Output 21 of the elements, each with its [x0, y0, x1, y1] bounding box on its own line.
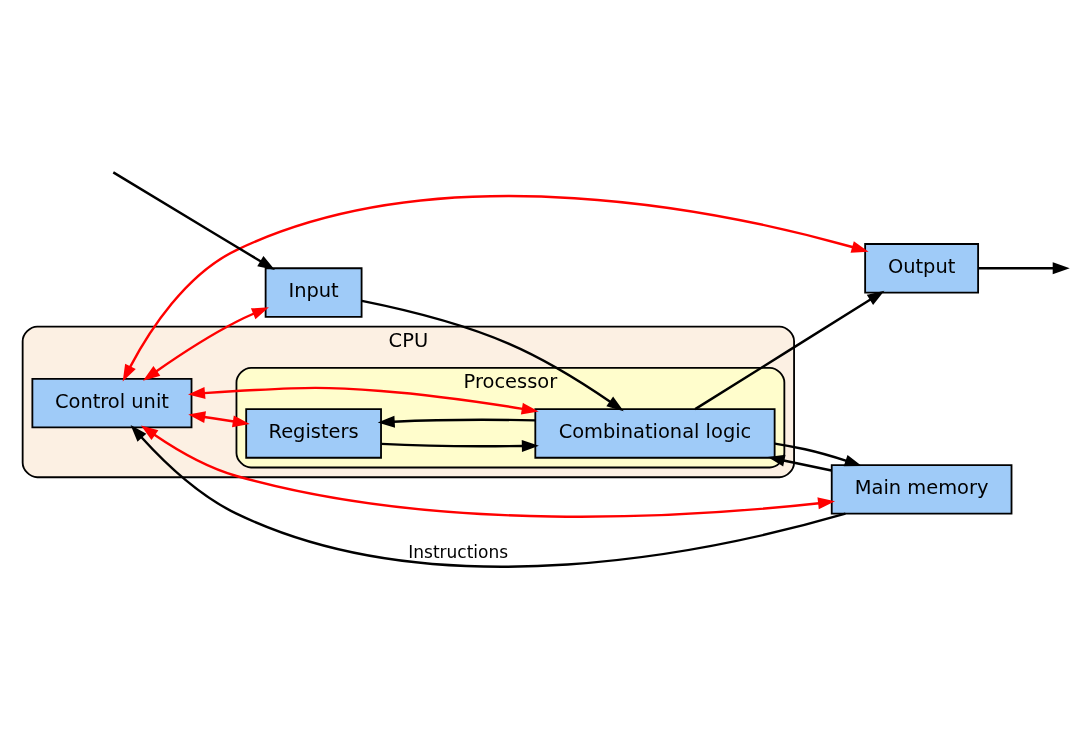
- node-box: Control unit: [31, 377, 193, 429]
- arrow: [142, 307, 269, 381]
- node-box: Output: [864, 243, 980, 294]
- arrow: [774, 442, 862, 467]
- arrow: [377, 415, 536, 428]
- arrow: [361, 299, 624, 412]
- arrow: [130, 425, 846, 568]
- arrow: [188, 411, 250, 428]
- arrow: [188, 386, 539, 415]
- node-box: Input: [264, 267, 363, 318]
- node-box: Main memory: [830, 464, 1013, 515]
- edge-label: Instructions: [408, 541, 509, 562]
- arrow: [694, 290, 885, 411]
- arrow: [978, 262, 1070, 275]
- node-box: Combinational logic: [534, 408, 776, 459]
- node-box: Registers: [245, 408, 382, 459]
- arrow: [141, 425, 836, 518]
- arrow: [122, 194, 869, 382]
- arrow: [381, 440, 539, 452]
- arrow: [767, 454, 832, 472]
- arrow: [112, 171, 275, 270]
